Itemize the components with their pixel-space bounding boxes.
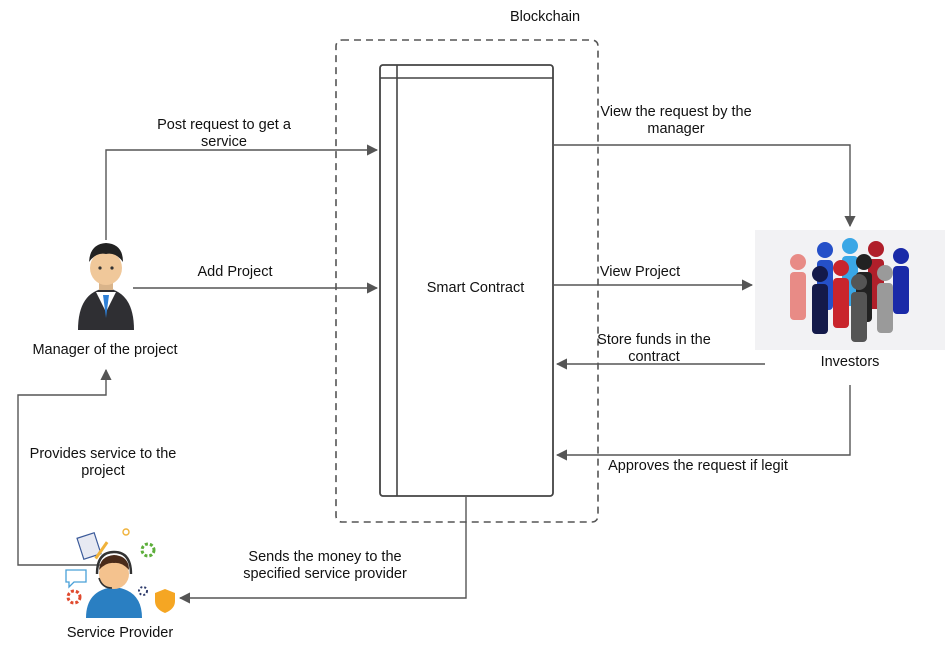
store-funds-label: Store funds in the contract (597, 332, 711, 365)
smart-contract-box (379, 64, 554, 497)
post-request-label: Post request to get a service (157, 117, 291, 150)
investors-icon (755, 230, 945, 350)
arrow-view-request (554, 144, 856, 228)
manager-label: Manager of the project (32, 342, 178, 358)
manager-icon (78, 243, 134, 330)
blockchain-label: Blockchain (509, 9, 581, 25)
provides-service-label: Provides service to the project (29, 446, 177, 479)
approves-label: Approves the request if legit (608, 458, 788, 474)
investors-label: Investors (820, 354, 880, 370)
arrow-approves (555, 385, 851, 461)
arrow-provides-service (17, 368, 112, 566)
smart-contract-label: Smart Contract (426, 280, 525, 296)
add-project-label: Add Project (197, 264, 273, 280)
arrow-post-request (105, 144, 379, 240)
service-provider-label: Service Provider (66, 625, 174, 641)
service-provider-icon (65, 528, 175, 618)
blockchain-boundary (335, 39, 599, 523)
view-request-label: View the request by the manager (600, 104, 752, 137)
arrow-sends-money (178, 497, 467, 604)
view-project-label: View Project (599, 264, 681, 280)
sends-money-label: Sends the money to the specified service… (243, 549, 407, 582)
